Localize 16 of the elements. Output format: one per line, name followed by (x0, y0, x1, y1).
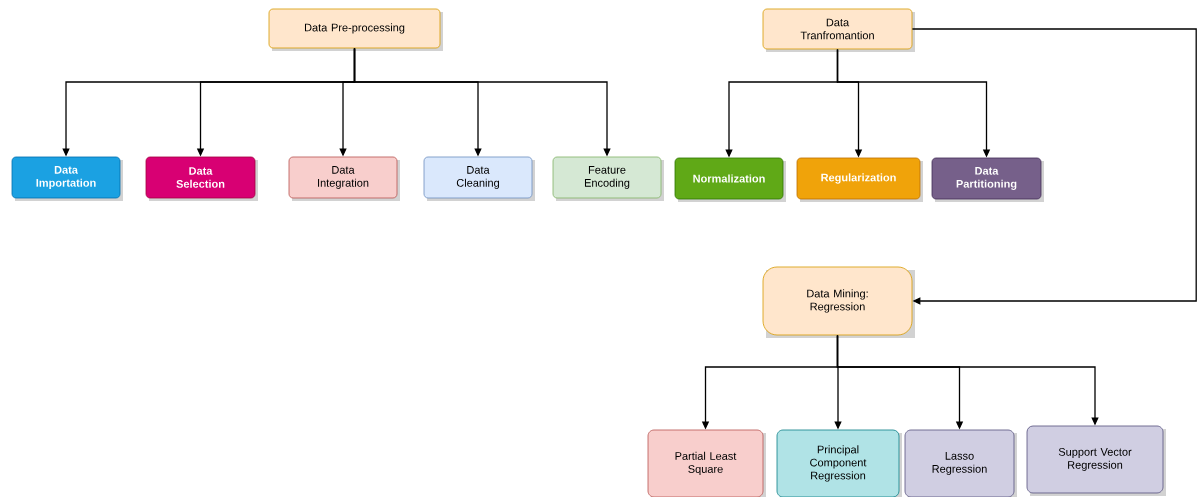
method-box: Data Cleaning (423, 156, 533, 199)
arrow (911, 28, 1197, 305)
method-box: Partial Least Square (647, 429, 764, 497)
method-box: Regularization (796, 157, 921, 200)
category-box: Data Pre-processing (268, 8, 441, 49)
method-box: Data Selection (145, 156, 256, 199)
method-box: Feature Encoding (552, 156, 662, 199)
method-box: Data Integration (288, 156, 398, 199)
method-box: Normalization (674, 157, 784, 200)
method-box: Support Vector Regression (1026, 425, 1164, 494)
category-box: Data Tranfromantion (762, 8, 913, 50)
method-box: Data Partitioning (931, 157, 1042, 200)
method-box: Data Importation (11, 156, 121, 199)
method-box: Lasso Regression (904, 429, 1015, 497)
category-box: Data Mining: Regression (762, 266, 913, 336)
method-box: Principal Component Regression (776, 429, 900, 497)
